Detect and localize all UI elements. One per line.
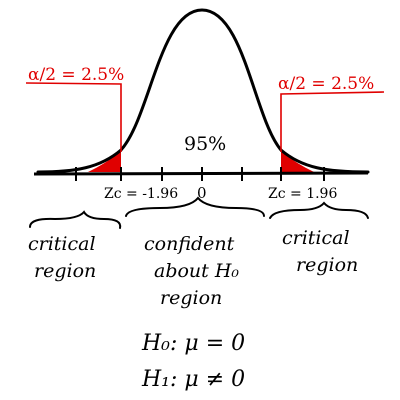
right-tail-fill [281,150,314,172]
z-right-label: Zc = 1.96 [268,186,337,202]
alpha-right-label: α/2 = 2.5% [278,74,374,94]
alpha-left-label: α/2 = 2.5% [28,65,124,85]
z-left-label: Zc = -1.96 [104,186,178,202]
center-percentage: 95% [184,133,226,155]
bell-curve [36,8,370,174]
middle-brace [125,196,265,217]
confident-line1: confident [144,233,235,255]
critical-left-line1: critical [28,233,96,255]
right-brace [269,201,369,219]
left-alpha-leader [25,82,122,152]
confident-line2: about H₀ [154,260,239,282]
critical-right-line2: region [296,254,358,276]
axis-ticks [75,167,325,181]
critical-left-line2: region [34,260,96,282]
alternative-hypothesis: H₁: μ ≠ 0 [141,367,245,392]
null-hypothesis: H₀: μ = 0 [141,331,245,356]
confident-line3: region [160,287,222,309]
left-brace [29,210,122,229]
z-zero-label: 0 [197,184,207,202]
left-tail-fill [88,150,121,172]
right-alpha-leader [280,91,385,152]
critical-right-line1: critical [282,227,350,249]
